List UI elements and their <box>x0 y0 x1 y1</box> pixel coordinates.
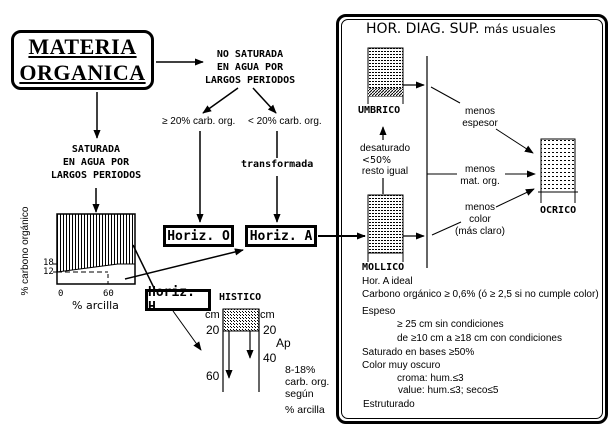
ocrico-label: OCRICO <box>540 205 577 216</box>
desaturado-line: <50% <box>362 154 392 166</box>
panel-title-sub: más usuales <box>483 22 556 36</box>
arrow-color-to-ocrico <box>495 188 535 208</box>
mini-chart <box>53 213 136 285</box>
mollico-label: MOLLICO <box>362 262 405 273</box>
histico-cm-right: cm <box>260 309 275 321</box>
histico-depth-right-40: 40 <box>263 351 277 365</box>
histico-profile <box>222 308 260 392</box>
menos-mat-org-label: menos mat. org. <box>450 164 510 188</box>
mollico-detail-2: Carbono orgánico ≥ 0,6% (ó ≥ 2,5 si no c… <box>362 289 599 300</box>
ytick-18: 18 <box>43 258 54 268</box>
panel-title-main: HOR. DIAG. SUP. <box>366 21 480 37</box>
histico-layer <box>222 308 260 332</box>
horiz-o-box: Horiz. O <box>163 225 234 247</box>
histico-depth-left-20: 20 <box>206 323 220 337</box>
mollico-detail-3: Espeso <box>362 306 396 317</box>
mollico-detail-8: croma: hum.≤3 <box>397 373 464 384</box>
branch-lt20-label: < 20% carb. org. <box>248 116 322 127</box>
menos-espesor-line: menos <box>464 106 495 117</box>
mollico-detail-10: Estruturado <box>363 399 415 410</box>
histico-depth-left-60: 60 <box>206 369 220 383</box>
mollico-detail-4: ≥ 25 cm sin condiciones <box>397 319 504 330</box>
umbrico-label: UMBRICO <box>358 105 401 116</box>
horiz-a-label: Horiz. A <box>249 228 313 244</box>
horiz-a-box: Horiz. A <box>245 225 317 247</box>
menos-espesor-line: espesor <box>462 118 498 129</box>
menos-color-line: color <box>469 214 491 225</box>
menos-color-line: menos <box>464 202 495 213</box>
horiz-h-box: Horiz. H <box>145 285 211 315</box>
panel-title: HOR. DIAG. SUP. más usuales <box>366 22 556 36</box>
saturada-line: EN AGUA POR <box>62 157 130 168</box>
desaturado-line: resto igual <box>361 166 409 177</box>
panel-inner-frame <box>341 19 603 419</box>
mollico-detail-7: Color muy oscuro <box>362 360 441 371</box>
mollico-detail-6: Saturado en bases ≥50% <box>362 347 475 358</box>
diagnostic-horizons-panel <box>336 14 608 424</box>
arrow-to-lt20 <box>252 87 277 114</box>
desaturado-line: desaturado <box>359 143 411 154</box>
no-saturada-line: EN AGUA POR <box>216 62 284 73</box>
arrow-to-ge20 <box>202 87 239 114</box>
histico-note-line: carb. org. <box>285 376 330 388</box>
ytick-12: 12 <box>43 267 54 277</box>
umbrico-lower <box>368 88 403 96</box>
no-saturada-label: NO SATURADA EN AGUA POR LARGOS PERIODOS <box>195 48 305 87</box>
arrow-horiz-h-to-profile <box>172 310 202 351</box>
saturada-line: SATURADA <box>71 144 121 155</box>
mollico-detail-9: value: hum.≤3; seco≤5 <box>398 385 499 396</box>
horiz-h-label: Horiz. H <box>148 285 195 315</box>
xtick-0: 0 <box>58 289 64 299</box>
mini-chart-ylabel: % carbono orgánico <box>20 206 31 296</box>
histico-depth-right-20: 20 <box>263 323 277 337</box>
menos-color-label: menos color (más claro) <box>450 202 510 238</box>
line-to-menos-color <box>431 221 462 236</box>
mollico-detail-5: de ≥10 cm a ≥18 cm con condiciones <box>397 333 562 344</box>
ocrico-column <box>540 138 576 193</box>
xtick-60: 60 <box>103 289 114 299</box>
arrow-horiz-h-to-horiz-a <box>124 248 244 280</box>
chart-upper-curve <box>56 263 119 273</box>
line-chart-to-horiz-h <box>132 244 156 291</box>
arrow-espesor-to-ocrico <box>495 128 534 154</box>
menos-color-line: (más claro) <box>454 226 505 237</box>
mollico-detail-1: Hor. A ideal <box>362 276 413 287</box>
histico-note: 8-18% carb. org. según % arcilla <box>285 364 329 416</box>
transformada-label: transformada <box>241 159 314 170</box>
histico-note-line: % arcilla <box>285 404 325 416</box>
no-saturada-line: NO SATURADA <box>216 49 284 60</box>
branch-ge20-label: ≥ 20% carb. org. <box>162 116 236 127</box>
chart-clear-area <box>57 264 135 284</box>
histico-ap: Ap <box>276 336 291 350</box>
horiz-o-label: Horiz. O <box>167 228 230 244</box>
materia-line1: MATERIA <box>28 34 137 59</box>
mini-chart-xlabel: % arcilla <box>72 299 119 312</box>
histico-note-line: según <box>285 388 314 400</box>
histico-title: HISTICO <box>219 292 262 303</box>
line-menos-espesor <box>430 86 461 104</box>
desaturado-label: desaturado <50% resto igual <box>356 143 414 178</box>
mollico-column <box>367 194 404 254</box>
saturada-line: LARGOS PERIODOS <box>50 170 142 181</box>
materia-organica-box: MATERIA ORGANICA <box>11 30 154 90</box>
no-saturada-line: LARGOS PERIODOS <box>204 75 296 86</box>
materia-line2: ORGANICA <box>19 60 146 85</box>
histico-cm-left: cm <box>205 309 220 321</box>
menos-mat-line: menos <box>464 164 495 175</box>
saturada-label: SATURADA EN AGUA POR LARGOS PERIODOS <box>40 143 152 182</box>
histico-note-line: 8-18% <box>285 364 316 376</box>
menos-espesor-label: menos espesor <box>450 106 510 130</box>
menos-mat-line: mat. org. <box>460 176 500 187</box>
